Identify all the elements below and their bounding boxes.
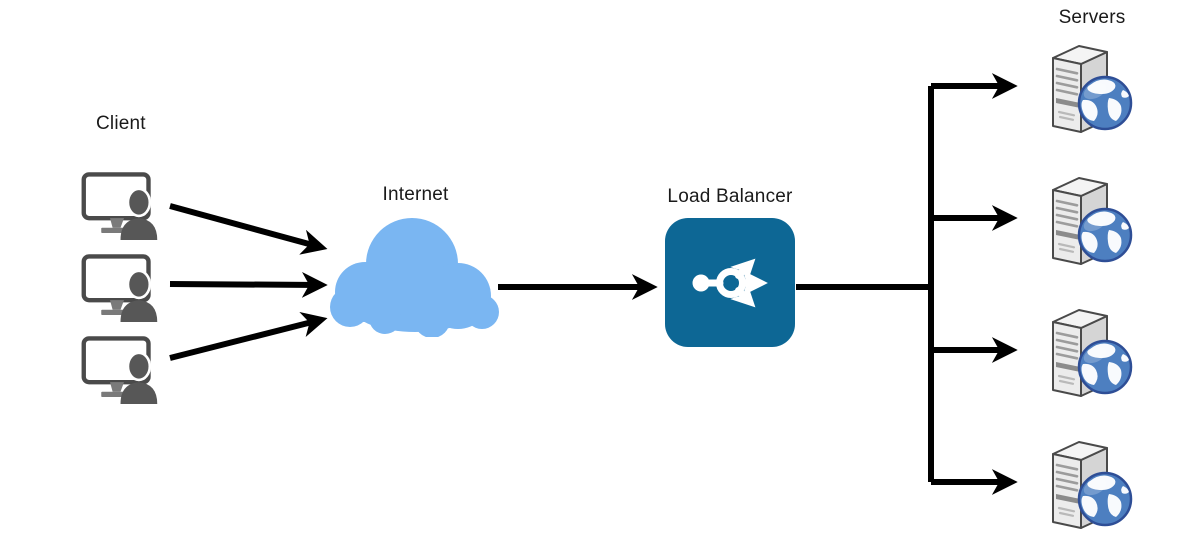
client-workstation-icon xyxy=(80,170,168,240)
server-tower-globe-icon xyxy=(1047,170,1137,266)
client-group xyxy=(80,170,168,404)
load-balancer-icon xyxy=(692,258,768,307)
server-tower-globe-icon xyxy=(1047,302,1137,398)
load-balancer-label: Load Balancer xyxy=(667,186,793,207)
internet-label: Internet xyxy=(382,184,449,205)
servers-label: Servers xyxy=(1058,7,1126,28)
client-workstation-icon xyxy=(80,334,168,404)
server-tower-globe-icon xyxy=(1047,434,1137,530)
internet-cloud-icon xyxy=(330,218,499,337)
server-group xyxy=(1047,38,1137,530)
client-workstation-icon xyxy=(80,252,168,322)
client-label: Client xyxy=(96,113,146,134)
server-tower-globe-icon xyxy=(1047,38,1137,134)
load-balancer-node xyxy=(665,218,795,347)
